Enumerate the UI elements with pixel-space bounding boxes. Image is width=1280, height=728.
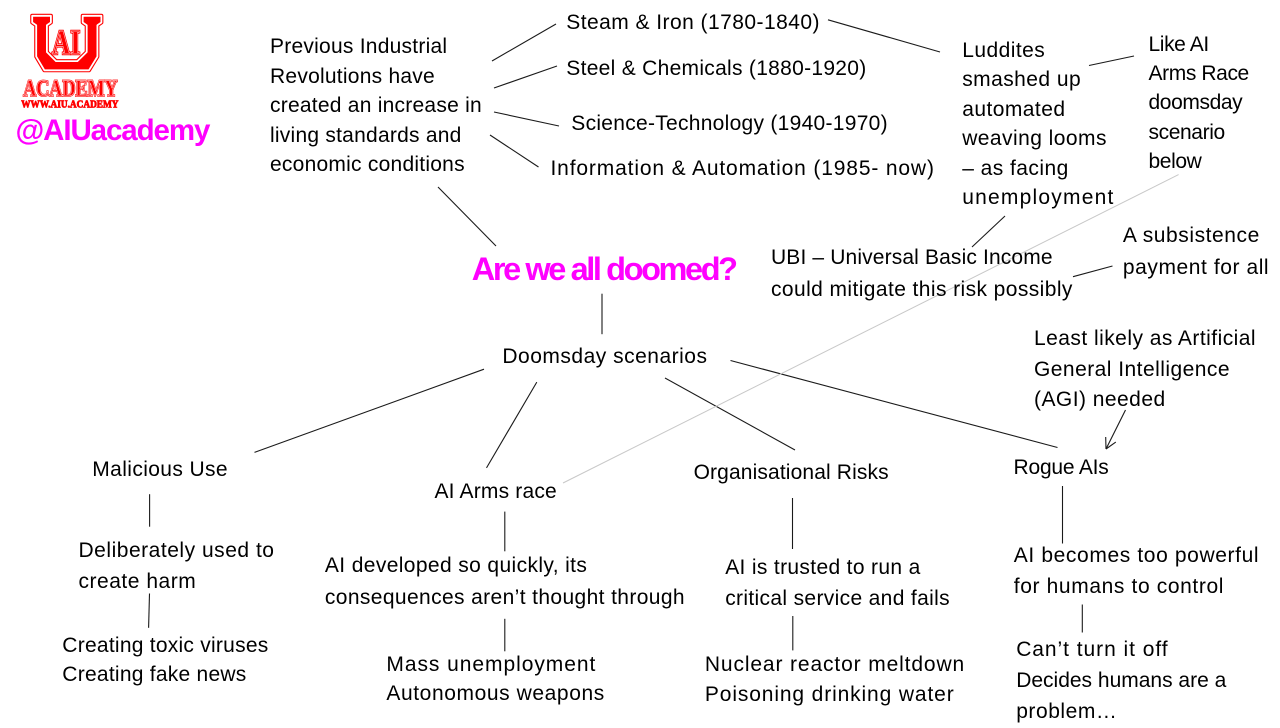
svg-text:ACADEMY: ACADEMY xyxy=(23,76,118,101)
svg-text:ACADEMY: ACADEMY xyxy=(23,76,118,101)
svg-text:WWW.AIU.ACADEMY: WWW.AIU.ACADEMY xyxy=(21,100,119,111)
svg-text:AI: AI xyxy=(52,23,80,62)
svg-text:AI: AI xyxy=(52,23,80,62)
